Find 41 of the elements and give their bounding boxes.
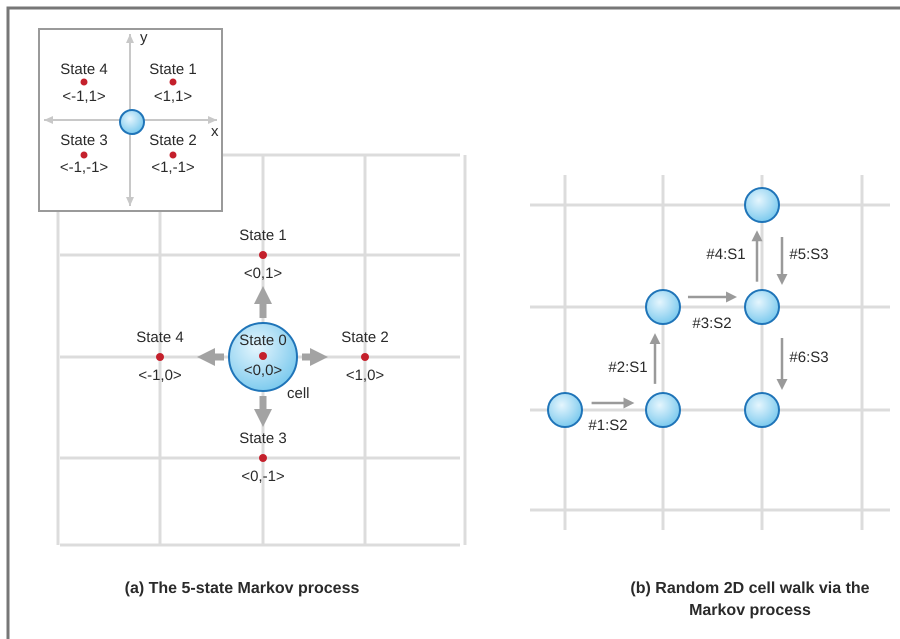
- arrow: [776, 338, 788, 390]
- arrow: [688, 292, 738, 302]
- arrow: [197, 348, 224, 366]
- arrow: [592, 398, 634, 408]
- cell-caption: cell: [287, 385, 310, 403]
- coordinate-label: <-1,0>: [138, 366, 182, 386]
- state-label: State 0: [239, 332, 287, 350]
- arrow: [776, 237, 788, 285]
- cell-circle: [744, 187, 780, 223]
- coordinate-label: <0,1>: [244, 264, 282, 284]
- arrow: [302, 348, 328, 366]
- state-label: State 1: [149, 61, 197, 79]
- state-label: State 2: [149, 132, 197, 150]
- axis-label: y: [140, 29, 148, 47]
- coordinate-label: <0,-1>: [241, 467, 285, 487]
- coordinate-label: <1,1>: [154, 88, 192, 106]
- coordinate-label: <1,-1>: [151, 159, 195, 177]
- cell-circle: [645, 392, 681, 428]
- cell-circle: [744, 392, 780, 428]
- coordinate-label: <-1,1>: [62, 88, 106, 106]
- inset-panel: [38, 28, 223, 212]
- state-label: State 2: [341, 328, 389, 348]
- cell-circle: [547, 392, 583, 428]
- axis-label: x: [211, 123, 218, 141]
- cell-circle: [744, 289, 780, 325]
- state-label: State 4: [136, 328, 184, 348]
- figure-caption: (a) The 5-state Markov process: [124, 579, 360, 599]
- arrow: [650, 333, 660, 384]
- cell-circle: [119, 109, 145, 135]
- figure-caption: (b) Random 2D cell walk via the Markov process: [629, 579, 871, 621]
- coordinate-label: <1,0>: [346, 366, 384, 386]
- arrow: [254, 286, 272, 318]
- state-label: State 3: [239, 429, 287, 449]
- cell-circle: [645, 289, 681, 325]
- coordinate-label: <-1,-1>: [60, 159, 108, 177]
- arrow: [752, 230, 762, 282]
- state-label: State 1: [239, 226, 287, 246]
- state-label: State 4: [60, 61, 108, 79]
- arrow: [254, 396, 272, 427]
- state-label: State 3: [60, 132, 108, 150]
- coordinate-label: <0,0>: [244, 362, 282, 380]
